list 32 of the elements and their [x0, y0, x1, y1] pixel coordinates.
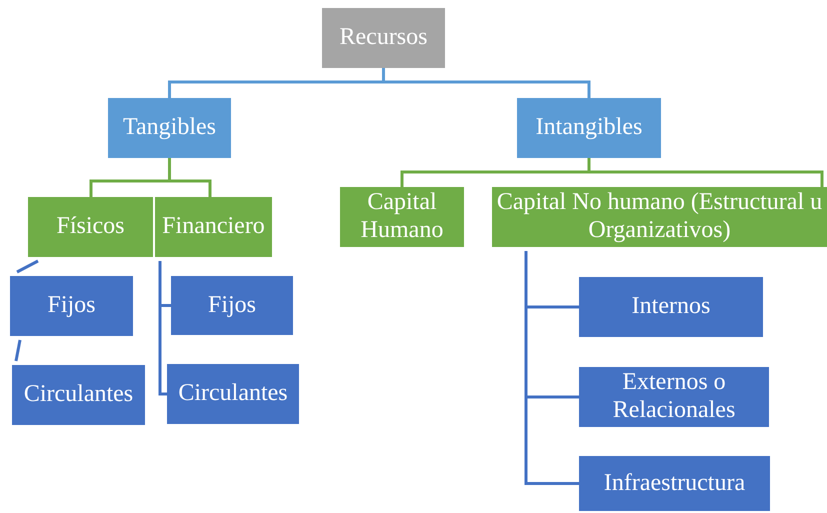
node-box	[10, 276, 133, 336]
node-label: Fijos	[208, 292, 256, 320]
root-box	[322, 8, 445, 68]
node-box	[171, 276, 293, 335]
node-label: Físicos	[56, 213, 124, 241]
node-box	[12, 365, 145, 425]
node-label: Intangibles	[536, 114, 642, 142]
node-label: Fijos	[47, 292, 96, 320]
node-label: Internos	[632, 293, 710, 321]
node-label: Infraestructura	[604, 470, 746, 498]
connector-line	[588, 158, 824, 187]
node-label: Financiero	[162, 213, 265, 241]
connector-line	[16, 260, 39, 274]
node-box	[340, 187, 464, 247]
category-box	[517, 98, 661, 158]
node-box	[155, 197, 272, 257]
node-label: Circulantes	[178, 380, 288, 408]
connector-line	[524, 251, 579, 485]
category-box	[108, 98, 231, 158]
node-box	[28, 197, 153, 257]
node-label: Recursos	[340, 24, 428, 52]
node-box	[579, 277, 763, 337]
node-box	[167, 364, 299, 424]
node-box	[579, 456, 770, 511]
node-label: Tangibles	[123, 114, 216, 142]
connector-line	[168, 158, 212, 197]
connector-line	[14, 340, 22, 362]
node-label: Capital Humano	[360, 189, 444, 245]
node-label: Circulantes	[24, 381, 134, 409]
node-label: Capital No humano (Estructural u Organizativos)	[496, 189, 824, 245]
node-box	[579, 367, 769, 427]
node-label: Externos o Relacionales	[612, 369, 736, 425]
